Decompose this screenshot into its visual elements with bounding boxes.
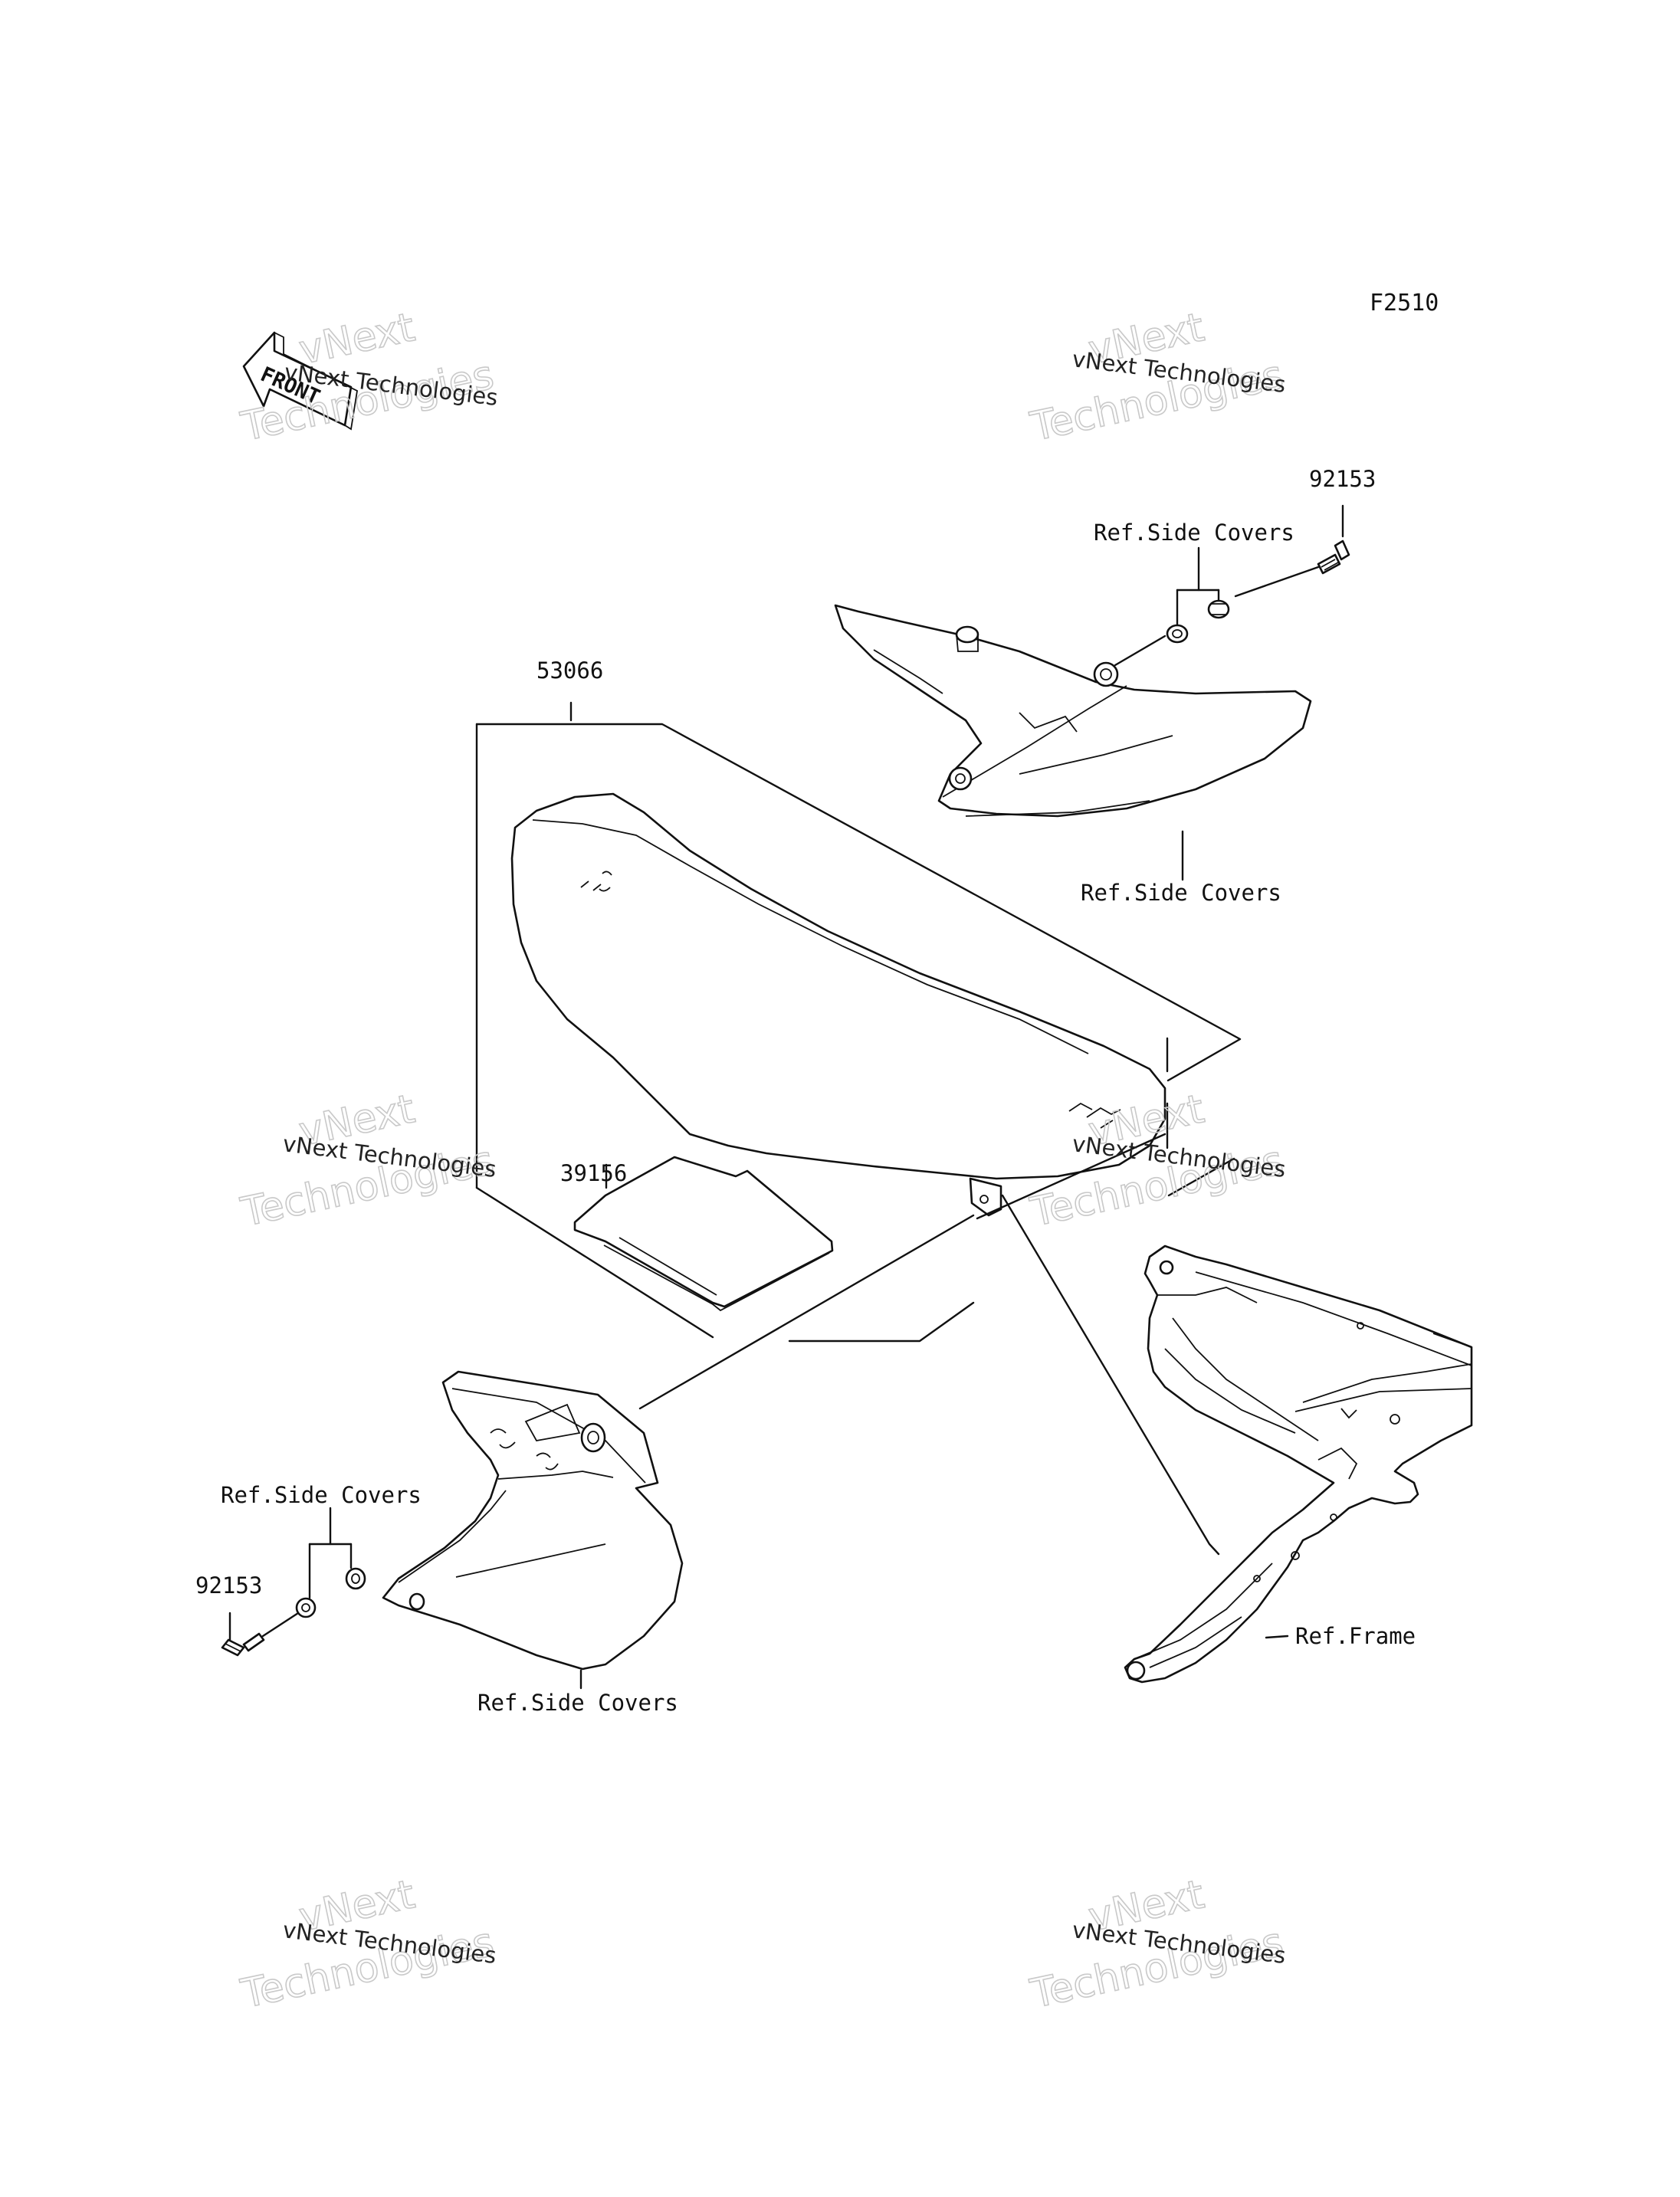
- watermark-bottom-left: vNext Technologies vNext Technologies: [236, 1871, 498, 2018]
- lower-collar-washer: [295, 1597, 317, 1618]
- upper-bolt-icon: [1317, 539, 1350, 575]
- ref-side-covers-upper-panel: Ref.Side Covers: [1081, 880, 1281, 906]
- figure-code: F2510: [1370, 290, 1439, 316]
- upper-bolt-part-number: 92153: [1309, 466, 1376, 492]
- upper-collar-washer: [1166, 624, 1189, 644]
- watermark-bottom-right: vNext Technologies vNext Technologies: [1025, 1871, 1288, 2018]
- lower-side-cover: [382, 1370, 684, 1671]
- ref-side-covers-lower-panel: Ref.Side Covers: [477, 1690, 678, 1716]
- seat-pad: [573, 1156, 834, 1312]
- watermark-top-right: vNext Technologies vNext Technologies: [1025, 304, 1288, 451]
- ref-side-covers-upper-collars: Ref.Side Covers: [1094, 520, 1294, 546]
- lower-bolt-icon: [221, 1632, 265, 1657]
- ref-side-covers-lower-collars: Ref.Side Covers: [221, 1482, 422, 1508]
- seat: [510, 792, 1166, 1217]
- upper-collar-bushing: [1207, 599, 1230, 619]
- lower-bolt-part-number: 92153: [195, 1572, 262, 1599]
- watermark-middle-left: vNext Technologies vNext Technologies: [236, 1086, 498, 1237]
- lower-collar-bushing: [345, 1567, 366, 1590]
- seat-part-number: 53066: [536, 657, 603, 684]
- upper-side-cover: [834, 604, 1312, 818]
- pad-part-number: 39156: [560, 1160, 627, 1186]
- frame: [1124, 1244, 1473, 1684]
- ref-frame: Ref.Frame: [1295, 1623, 1416, 1649]
